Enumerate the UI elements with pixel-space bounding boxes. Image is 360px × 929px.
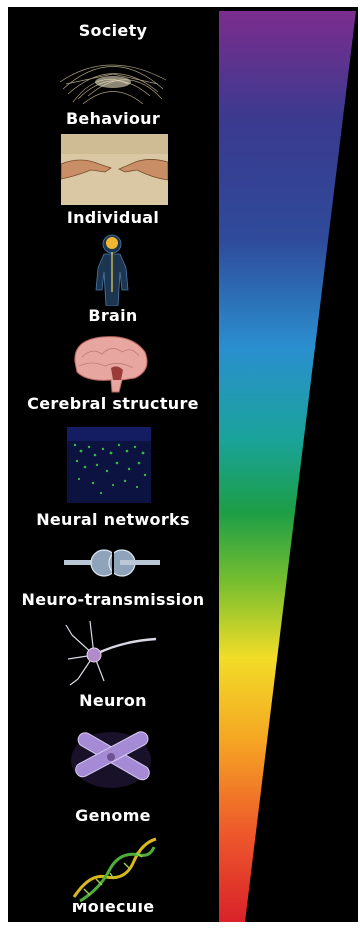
label-brain: Brain <box>8 307 218 325</box>
label-neuro-transmission: Neuro-transmission <box>8 591 218 609</box>
label-cerebral-structure: Cerebral structure <box>8 395 218 413</box>
label-society: Society <box>8 22 218 40</box>
label-individual: Individual <box>8 209 218 227</box>
brain-icon <box>67 332 153 395</box>
label-behaviour: Behaviour <box>8 110 218 128</box>
human-body-icon <box>82 232 142 306</box>
neuron-cell-icon <box>64 615 160 687</box>
synapse-icon <box>64 543 160 583</box>
hands-touching-icon <box>61 134 168 205</box>
society-network-icon <box>58 44 168 110</box>
label-genome: Genome <box>8 807 218 825</box>
label-neural-networks: Neural networks <box>8 511 218 529</box>
diagram-panel: Society Behaviour Individual Brain Cereb… <box>8 7 358 922</box>
cortex-tissue-icon <box>67 427 151 503</box>
scale-gradient <box>219 11 356 922</box>
dna-helix-icon <box>70 833 158 903</box>
chromosome-icon <box>65 724 157 794</box>
label-neuron: Neuron <box>8 692 218 710</box>
